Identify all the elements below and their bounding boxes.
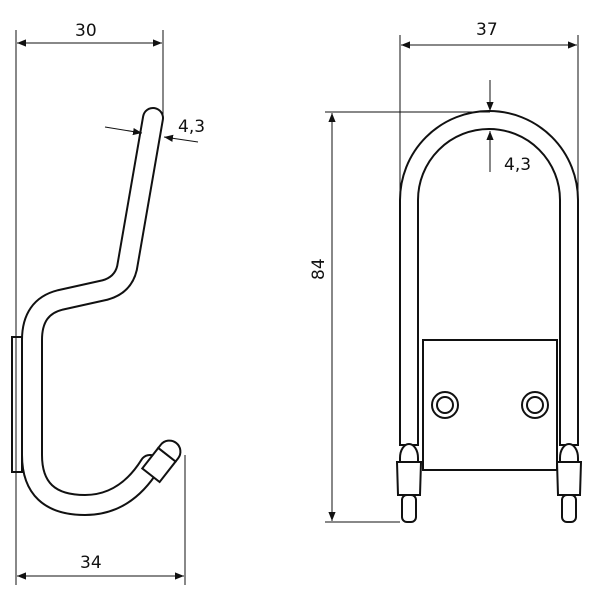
hook-wire-fill bbox=[23, 109, 162, 514]
hook-end-cap bbox=[140, 439, 182, 484]
dim-label-37: 37 bbox=[476, 20, 498, 40]
dim-label-30: 30 bbox=[75, 21, 97, 41]
dim-label-84: 84 bbox=[309, 258, 329, 280]
front-view-hook bbox=[395, 110, 583, 523]
front-view-dimensions bbox=[325, 35, 579, 523]
mounting-plate-side bbox=[11, 336, 23, 473]
end-cap-right bbox=[555, 443, 583, 523]
side-view-dimensions bbox=[15, 30, 199, 585]
screw-hole-right bbox=[521, 391, 549, 419]
dim-label-34: 34 bbox=[80, 553, 102, 573]
side-view-hook bbox=[11, 107, 182, 516]
dim-label-wire-front: 4,3 bbox=[504, 155, 531, 175]
screw-hole-left bbox=[431, 391, 459, 419]
end-cap-left bbox=[395, 443, 423, 523]
dim-label-wire-side: 4,3 bbox=[178, 117, 205, 137]
